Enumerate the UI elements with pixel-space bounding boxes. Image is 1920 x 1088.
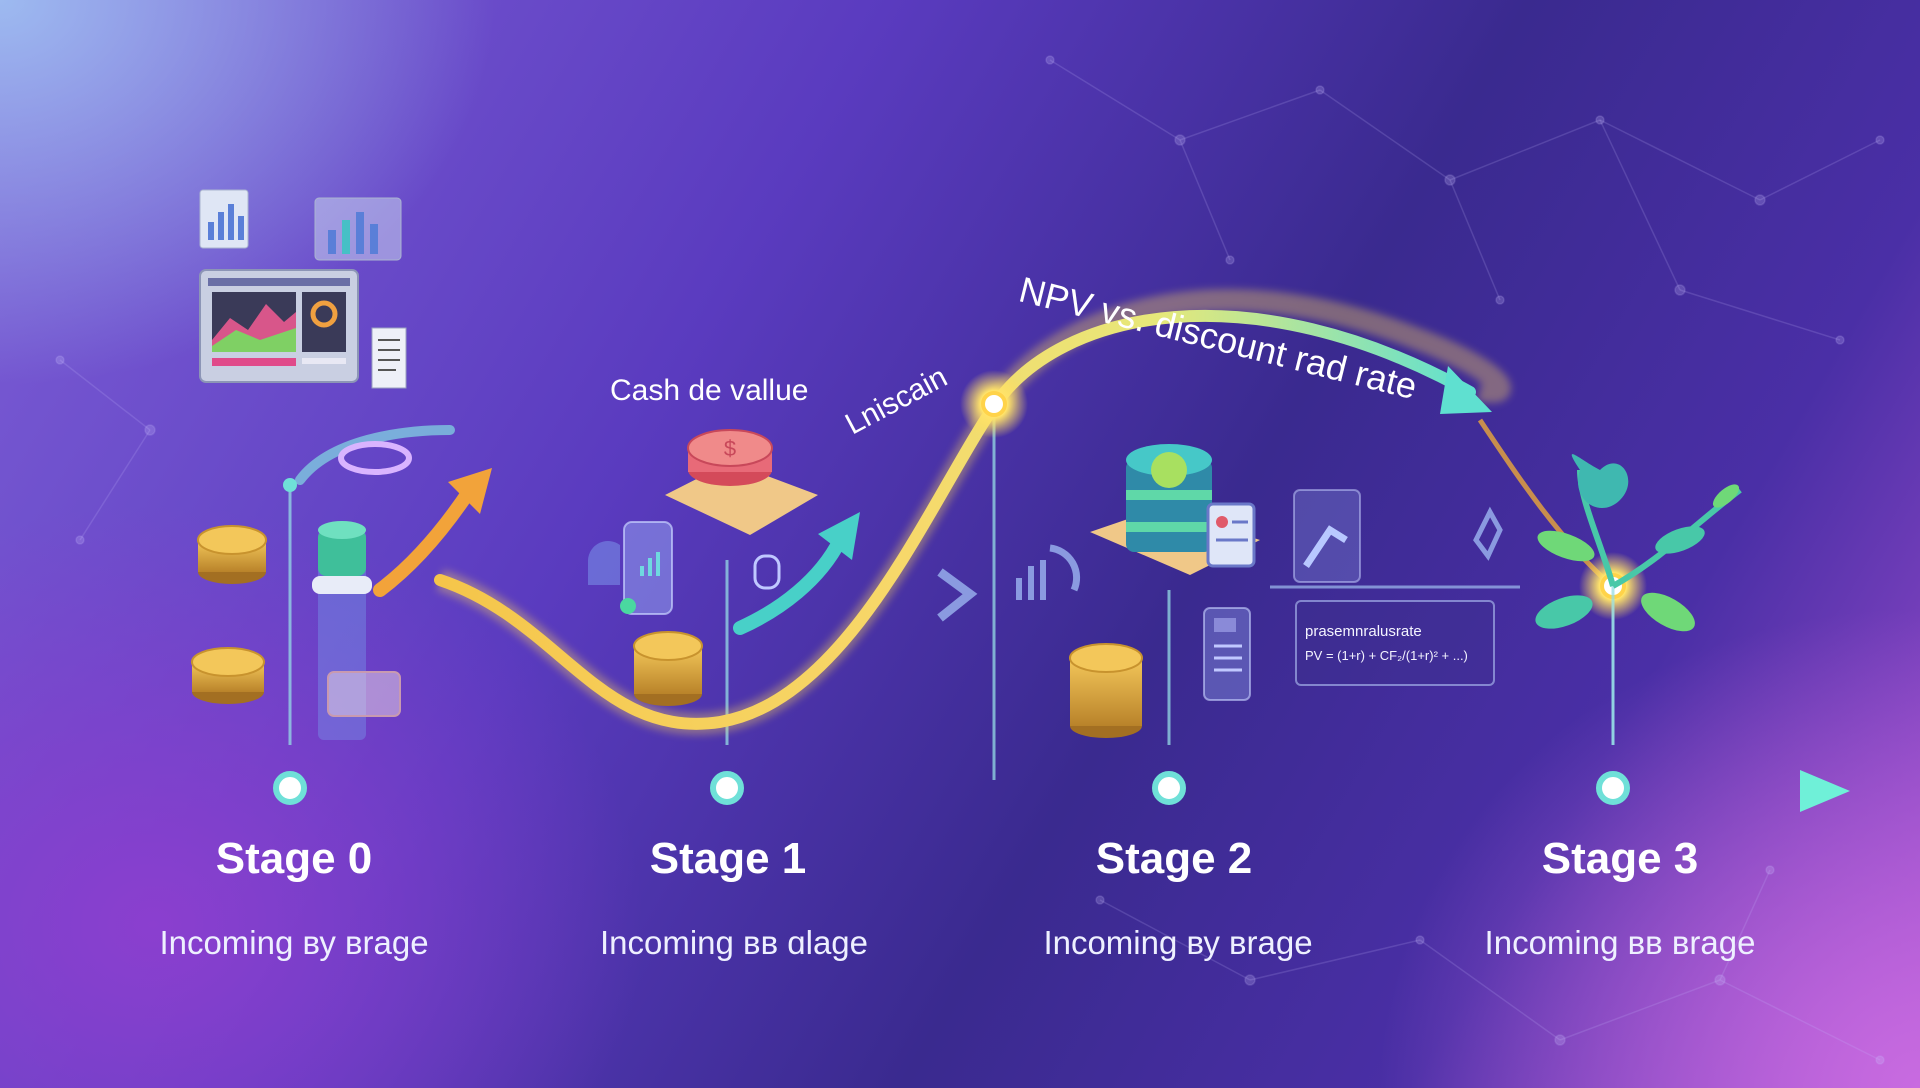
stage-3-subtitle: Incoming вв вrage [1484, 924, 1756, 961]
stage-0-node [273, 771, 307, 805]
timeline-axis [55, 770, 1850, 812]
formula-expression: PV = (1+r) + CF₂/(1+r)² + ...) [1305, 648, 1468, 663]
cylinder-icon [312, 521, 401, 740]
svg-text:$: $ [724, 436, 736, 461]
plant-icon [1473, 454, 1742, 745]
phone-chart-icon [588, 521, 781, 615]
chevron-right-icon [937, 544, 1081, 622]
formula-box: prasemnralusrate PV = (1+r) + CF₂/(1+r)²… [1295, 600, 1495, 686]
stage-0-title: Stage 0 [215, 834, 373, 883]
bar-chart-icon [199, 189, 402, 261]
arrow-up-icon [283, 425, 492, 597]
timeline-nodes [273, 771, 1630, 805]
document-icon [1203, 607, 1251, 701]
stage-1-subtitle: Incoming вв ɑlage [599, 924, 869, 961]
stage-1-node [710, 771, 744, 805]
stage-0-subtitle: Incoming ву вrage [159, 924, 429, 961]
dashboard-icon [199, 269, 407, 389]
stage-3-node [1596, 771, 1630, 805]
coin-stack-icon [633, 631, 703, 706]
stage-2-node [1152, 771, 1186, 805]
piggy-bank-icon: $ [665, 429, 818, 535]
coin-stack-icon [191, 525, 267, 704]
stage-3-title: Stage 3 [1541, 834, 1699, 883]
background-network [55, 55, 1885, 1065]
database-icon [1090, 444, 1260, 575]
growth-arrow-icon [733, 512, 860, 635]
stage-2-title: Stage 2 [1095, 834, 1253, 883]
growth-arrow-icon [1270, 489, 1520, 589]
stage-2-subtitle: Incoming ву вrage [1043, 924, 1313, 961]
cash-value-label: Cash de vallue [610, 374, 809, 407]
curve-arrowhead-icon [1440, 366, 1492, 414]
glow-nodes [960, 370, 1647, 620]
formula-heading: prasemnralusrate [1305, 623, 1422, 640]
stage-1-title: Stage 1 [649, 834, 807, 883]
coin-stack-icon [1069, 643, 1143, 738]
